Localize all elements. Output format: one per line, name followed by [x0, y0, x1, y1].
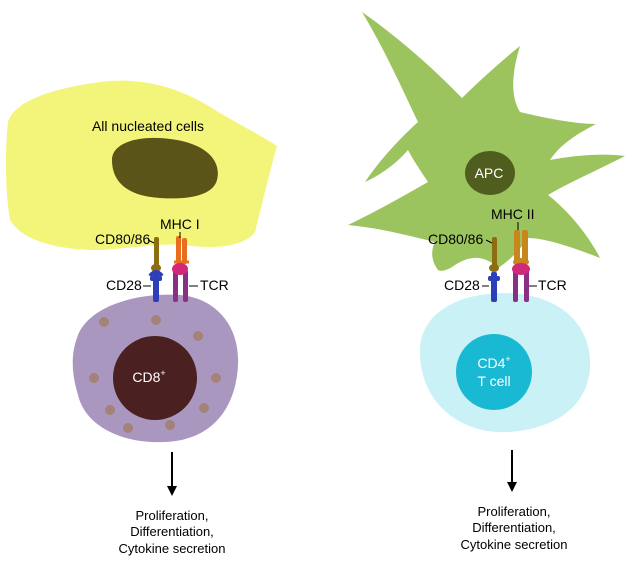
- cd4-tcell-nucleus: [456, 334, 532, 410]
- granule: [193, 331, 203, 341]
- granule: [105, 405, 115, 415]
- left-mhc-i-molecule: [174, 236, 189, 264]
- right-cd80-leader: [485, 239, 493, 244]
- right-cd80-label: CD80/86: [428, 231, 483, 247]
- granule: [151, 315, 161, 325]
- right-outcome-line-3: Cytokine secretion: [461, 537, 568, 552]
- granule: [211, 373, 221, 383]
- right-tcr-label: TCR: [538, 277, 567, 293]
- nucleated-cell-label: All nucleated cells: [92, 118, 204, 134]
- right-outcome-arrow-head: [507, 482, 517, 492]
- left-cd28-molecule: [148, 270, 164, 302]
- right-cd28-molecule: [488, 272, 500, 302]
- left-cd80-label: CD80/86: [95, 231, 150, 247]
- left-cd28-label: CD28: [106, 277, 142, 293]
- cd4-tcell-label-2: T cell: [477, 373, 510, 389]
- left-outcome-arrow-head: [167, 486, 177, 496]
- right-mhc-ii-label: MHC II: [491, 206, 535, 222]
- left-cd80-leader: [147, 239, 155, 244]
- right-mhc-ii-molecule: [513, 230, 529, 266]
- left-mhc-i-label: MHC I: [160, 216, 200, 232]
- left-outcome-line-1: Proliferation,: [136, 508, 209, 523]
- nucleated-cell-nucleus: [112, 137, 218, 199]
- right-outcome-line-1: Proliferation,: [478, 504, 551, 519]
- apc-label: APC: [475, 165, 504, 181]
- granule: [165, 420, 175, 430]
- granule: [89, 373, 99, 383]
- right-tcr-molecule: [512, 263, 530, 302]
- granule: [99, 317, 109, 327]
- cd8-granules: [89, 315, 221, 433]
- apc-nucleus: [465, 151, 515, 195]
- right-cd28-label: CD28: [444, 277, 480, 293]
- left-tcr-label: TCR: [200, 277, 229, 293]
- left-outcome-line-2: Differentiation,: [130, 524, 214, 539]
- right-cd80-molecule: [489, 237, 499, 272]
- cd8-tcell-label: CD8+: [132, 368, 165, 385]
- apc-cell-body: [348, 12, 625, 271]
- left-tcr-molecule: [172, 263, 188, 302]
- granule: [123, 423, 133, 433]
- left-cd80-molecule: [151, 237, 161, 272]
- granule: [199, 403, 209, 413]
- cd4-tcell-label-1: CD4+: [477, 354, 510, 371]
- right-outcome-line-2: Differentiation,: [472, 520, 556, 535]
- cd8-tcell-nucleus: [113, 336, 197, 420]
- left-outcome-line-3: Cytokine secretion: [119, 541, 226, 556]
